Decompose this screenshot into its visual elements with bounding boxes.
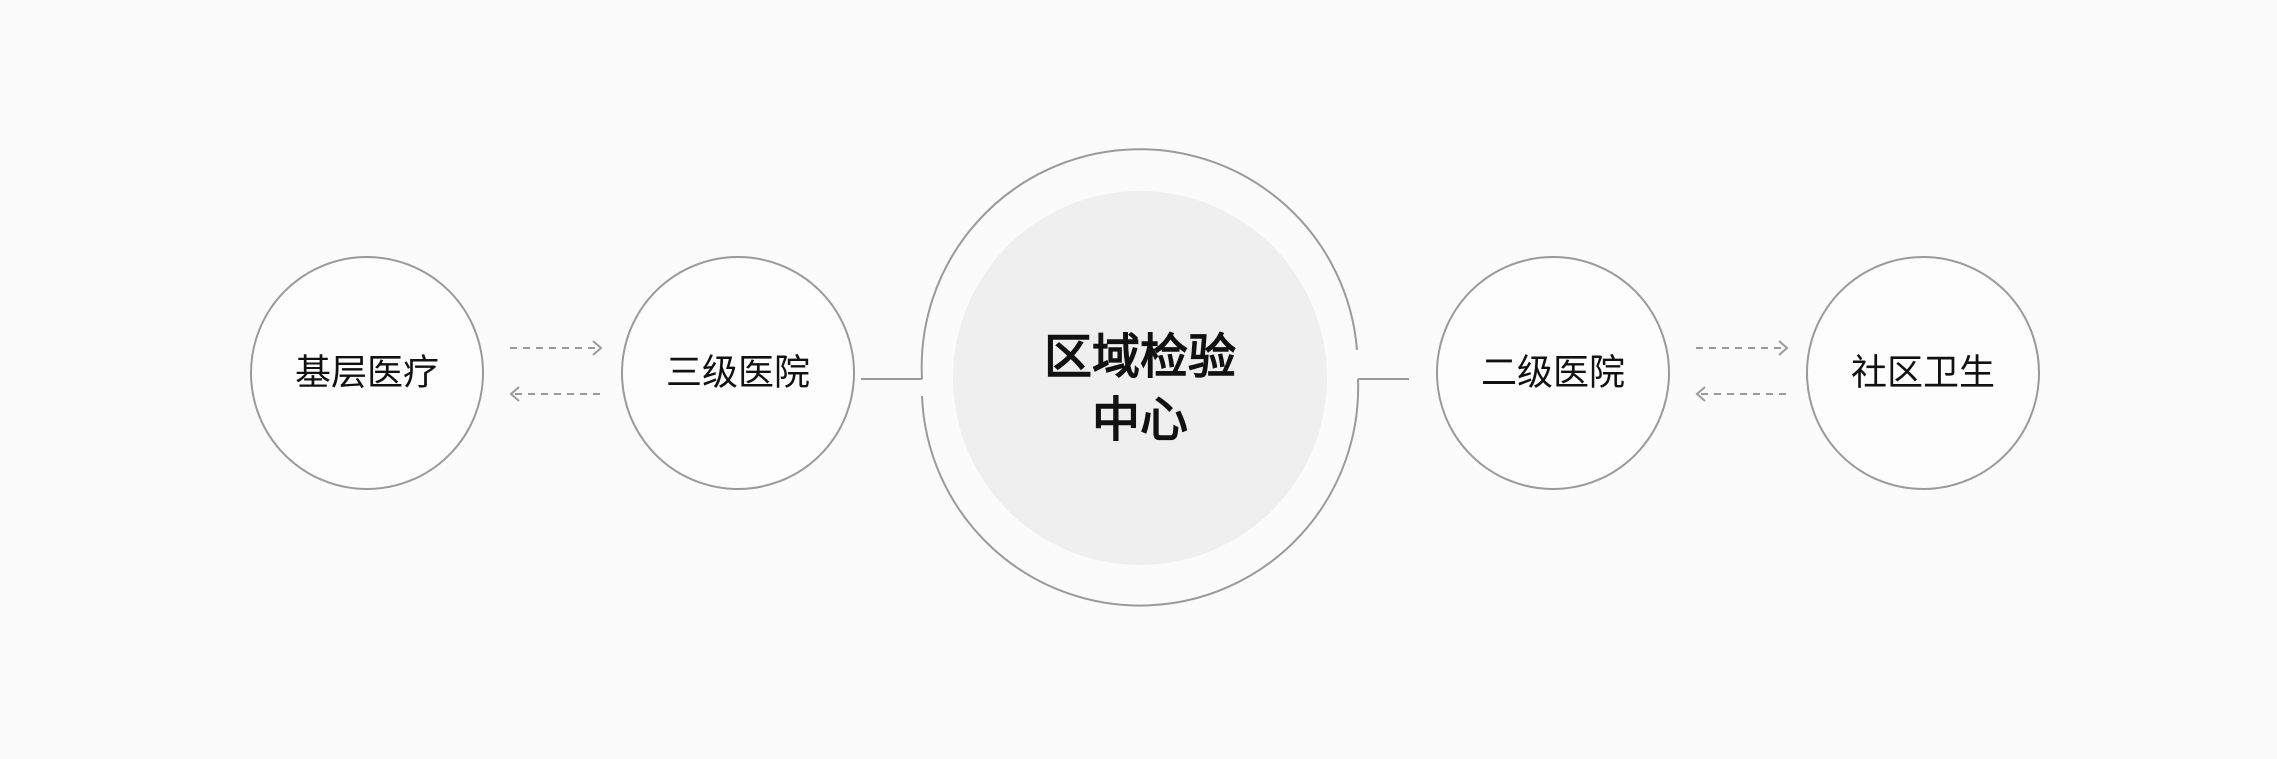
arrowhead-right-right-pair (1778, 340, 1789, 356)
node-circle (250, 256, 484, 490)
center-hub-fill (953, 191, 1327, 565)
node-erji-yiyuan: 二级医院 (1436, 256, 1670, 490)
node-label: 三级医院 (666, 353, 810, 394)
center-hub-ring-lower (921, 378, 1360, 607)
arrows-right-pair (1695, 340, 1789, 402)
node-shequ-weisheng: 社区卫生 (1806, 256, 2040, 490)
node-label: 社区卫生 (1851, 353, 1995, 394)
node-circle (621, 256, 855, 490)
center-hub-label-line1: 区域检验 (1044, 329, 1236, 385)
node-sanji-yiyuan: 三级医院 (621, 256, 855, 490)
node-label: 二级医院 (1481, 353, 1625, 394)
center-hub-ring-upper (920, 148, 1358, 380)
arrowhead-left-right-pair (1695, 386, 1706, 402)
node-jiceng-yiliao: 基层医疗 (250, 256, 484, 490)
center-hub: 区域检验 中心 (920, 148, 1360, 607)
node-label: 基层医疗 (295, 353, 439, 394)
arrowhead-right-left-pair (592, 340, 603, 356)
node-circle (1806, 256, 2040, 490)
center-hub-label-line2: 中心 (1092, 392, 1188, 448)
arrowhead-left-left-pair (509, 386, 520, 402)
arrows-left-pair (509, 340, 603, 402)
node-circle (1436, 256, 1670, 490)
